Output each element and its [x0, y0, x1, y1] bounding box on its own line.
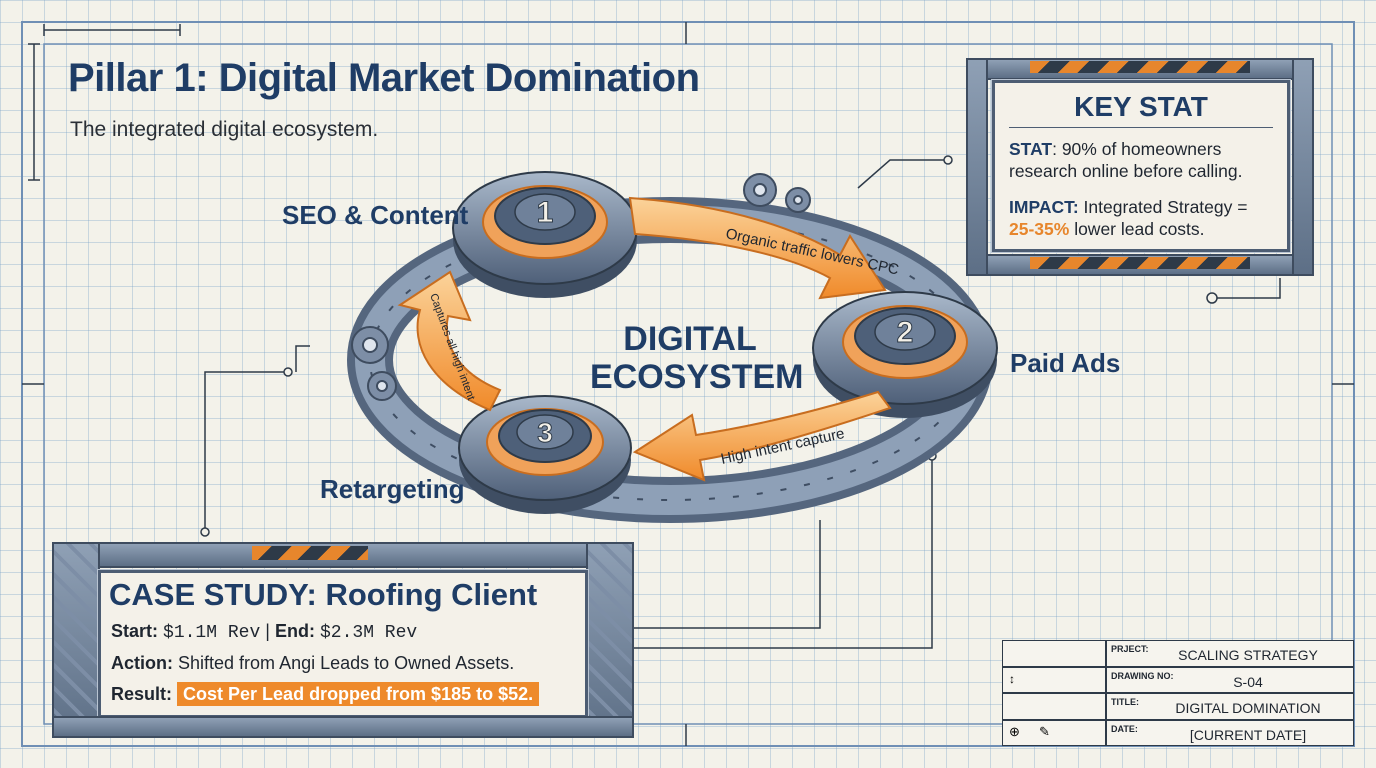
title-block: ↕ ⊕ ✎ PRJECT: SCALING STRATEGY DRAWING N… — [1002, 640, 1354, 746]
tb-title-label: TITLE: — [1111, 697, 1139, 707]
tb-left-1 — [1002, 640, 1106, 667]
tb-date: DATE: [CURRENT DATE] — [1106, 719, 1354, 746]
tb-project: PRJECT: SCALING STRATEGY — [1106, 640, 1354, 667]
drawing-label: DRAWING NO: — [1111, 670, 1174, 681]
case-study-heading: CASE STUDY: Roofing Client — [109, 577, 538, 612]
tb-left-4: ⊕ ✎ — [1002, 719, 1106, 746]
start-value: $1.1M Rev — [163, 623, 261, 643]
crosshair-icon: ⊕ — [1009, 723, 1020, 739]
keystat-heading: KEY STAT — [1074, 91, 1208, 122]
project-label: PRJECT: — [1111, 644, 1149, 654]
impact-text: Integrated Strategy = — [1078, 197, 1248, 217]
result-text: Cost Per Lead dropped from $185 to $52. — [177, 682, 540, 706]
start-label: Start: — [111, 621, 159, 641]
tb-drawing: DRAWING NO: S-04 — [1106, 666, 1354, 693]
project-value: SCALING STRATEGY — [1178, 647, 1318, 663]
keystat-hazard-top — [1030, 61, 1250, 73]
date-value: [CURRENT DATE] — [1189, 726, 1307, 743]
keystat-frame-right — [1292, 58, 1314, 276]
end-value: $2.3M Rev — [319, 623, 418, 643]
page-subtitle: The integrated digital ecosystem. — [70, 118, 379, 141]
node-1-number: 1 — [537, 196, 554, 229]
keystat-stat: STAT: 90% of homeowners research online … — [995, 138, 1287, 182]
case-frame-left — [52, 542, 100, 738]
stat-label: STAT — [1009, 139, 1053, 159]
action-text: Shifted from Angi Leads to Owned Assets. — [178, 653, 515, 673]
case-study-panel: CASE STUDY: Roofing Client Start: $1.1M … — [98, 570, 588, 718]
keystat-impact: IMPACT: Integrated Strategy = 25-35% low… — [995, 196, 1287, 240]
node-2-hub: 2 — [812, 291, 998, 418]
node-3-number: 3 — [537, 417, 553, 448]
node-3-label: Retargeting — [320, 474, 465, 504]
case-start-end: Start: $1.1M Rev | End: $2.3M Rev — [111, 621, 585, 643]
node-1-label: SEO & Content — [282, 200, 469, 230]
stat-text: : 90% of homeowners research online befo… — [1009, 139, 1243, 181]
drawing-value: S-04 — [1233, 673, 1263, 690]
result-label: Result: — [111, 684, 173, 704]
tb-left-2: ↕ — [1002, 666, 1106, 693]
keystat-divider — [1009, 127, 1273, 128]
pencil-icon: ✎ — [1039, 723, 1050, 739]
node-3-hub: 3 — [458, 395, 632, 514]
tb-title: TITLE: DIGITAL DOMINATION — [1106, 693, 1354, 720]
page-title: Pillar 1: Digital Market Domination — [68, 56, 700, 100]
case-result: Result: Cost Per Lead dropped from $185 … — [111, 682, 585, 706]
tb-title-value: DIGITAL DOMINATION — [1175, 700, 1321, 716]
impact-highlight: 25-35% — [1009, 219, 1070, 239]
end-label: End: — [274, 621, 315, 641]
keystat-panel: KEY STAT STAT: 90% of homeowners researc… — [992, 80, 1290, 252]
tb-left-3 — [1002, 693, 1106, 720]
node-2-number: 2 — [897, 316, 914, 349]
case-frame-right — [586, 542, 634, 738]
center-label-line1: DIGITAL — [623, 320, 757, 358]
node-1-hub: 1 — [452, 171, 638, 298]
center-label-line2: ECOSYSTEM — [590, 358, 804, 396]
separator: | — [265, 621, 270, 641]
gear-icon — [351, 173, 811, 401]
case-action: Action: Shifted from Angi Leads to Owned… — [111, 653, 585, 674]
case-frame-bottom — [52, 716, 634, 738]
keystat-frame-left — [966, 58, 988, 276]
node-2-label: Paid Ads — [1010, 348, 1121, 378]
ecosystem-diagram: 1 2 3 Organic traffic lowers CPC High in… — [347, 171, 998, 523]
impact-label: IMPACT: — [1009, 197, 1079, 217]
case-hazard — [252, 546, 368, 560]
date-label: DATE: — [1111, 723, 1138, 734]
impact-tail: lower lead costs. — [1069, 219, 1205, 239]
action-label: Action: — [111, 653, 173, 673]
keystat-hazard-bottom — [1030, 257, 1250, 269]
dimension-icon: ↕ — [1009, 671, 1015, 686]
center-label: DIGITAL ECOSYSTEM — [590, 320, 804, 396]
